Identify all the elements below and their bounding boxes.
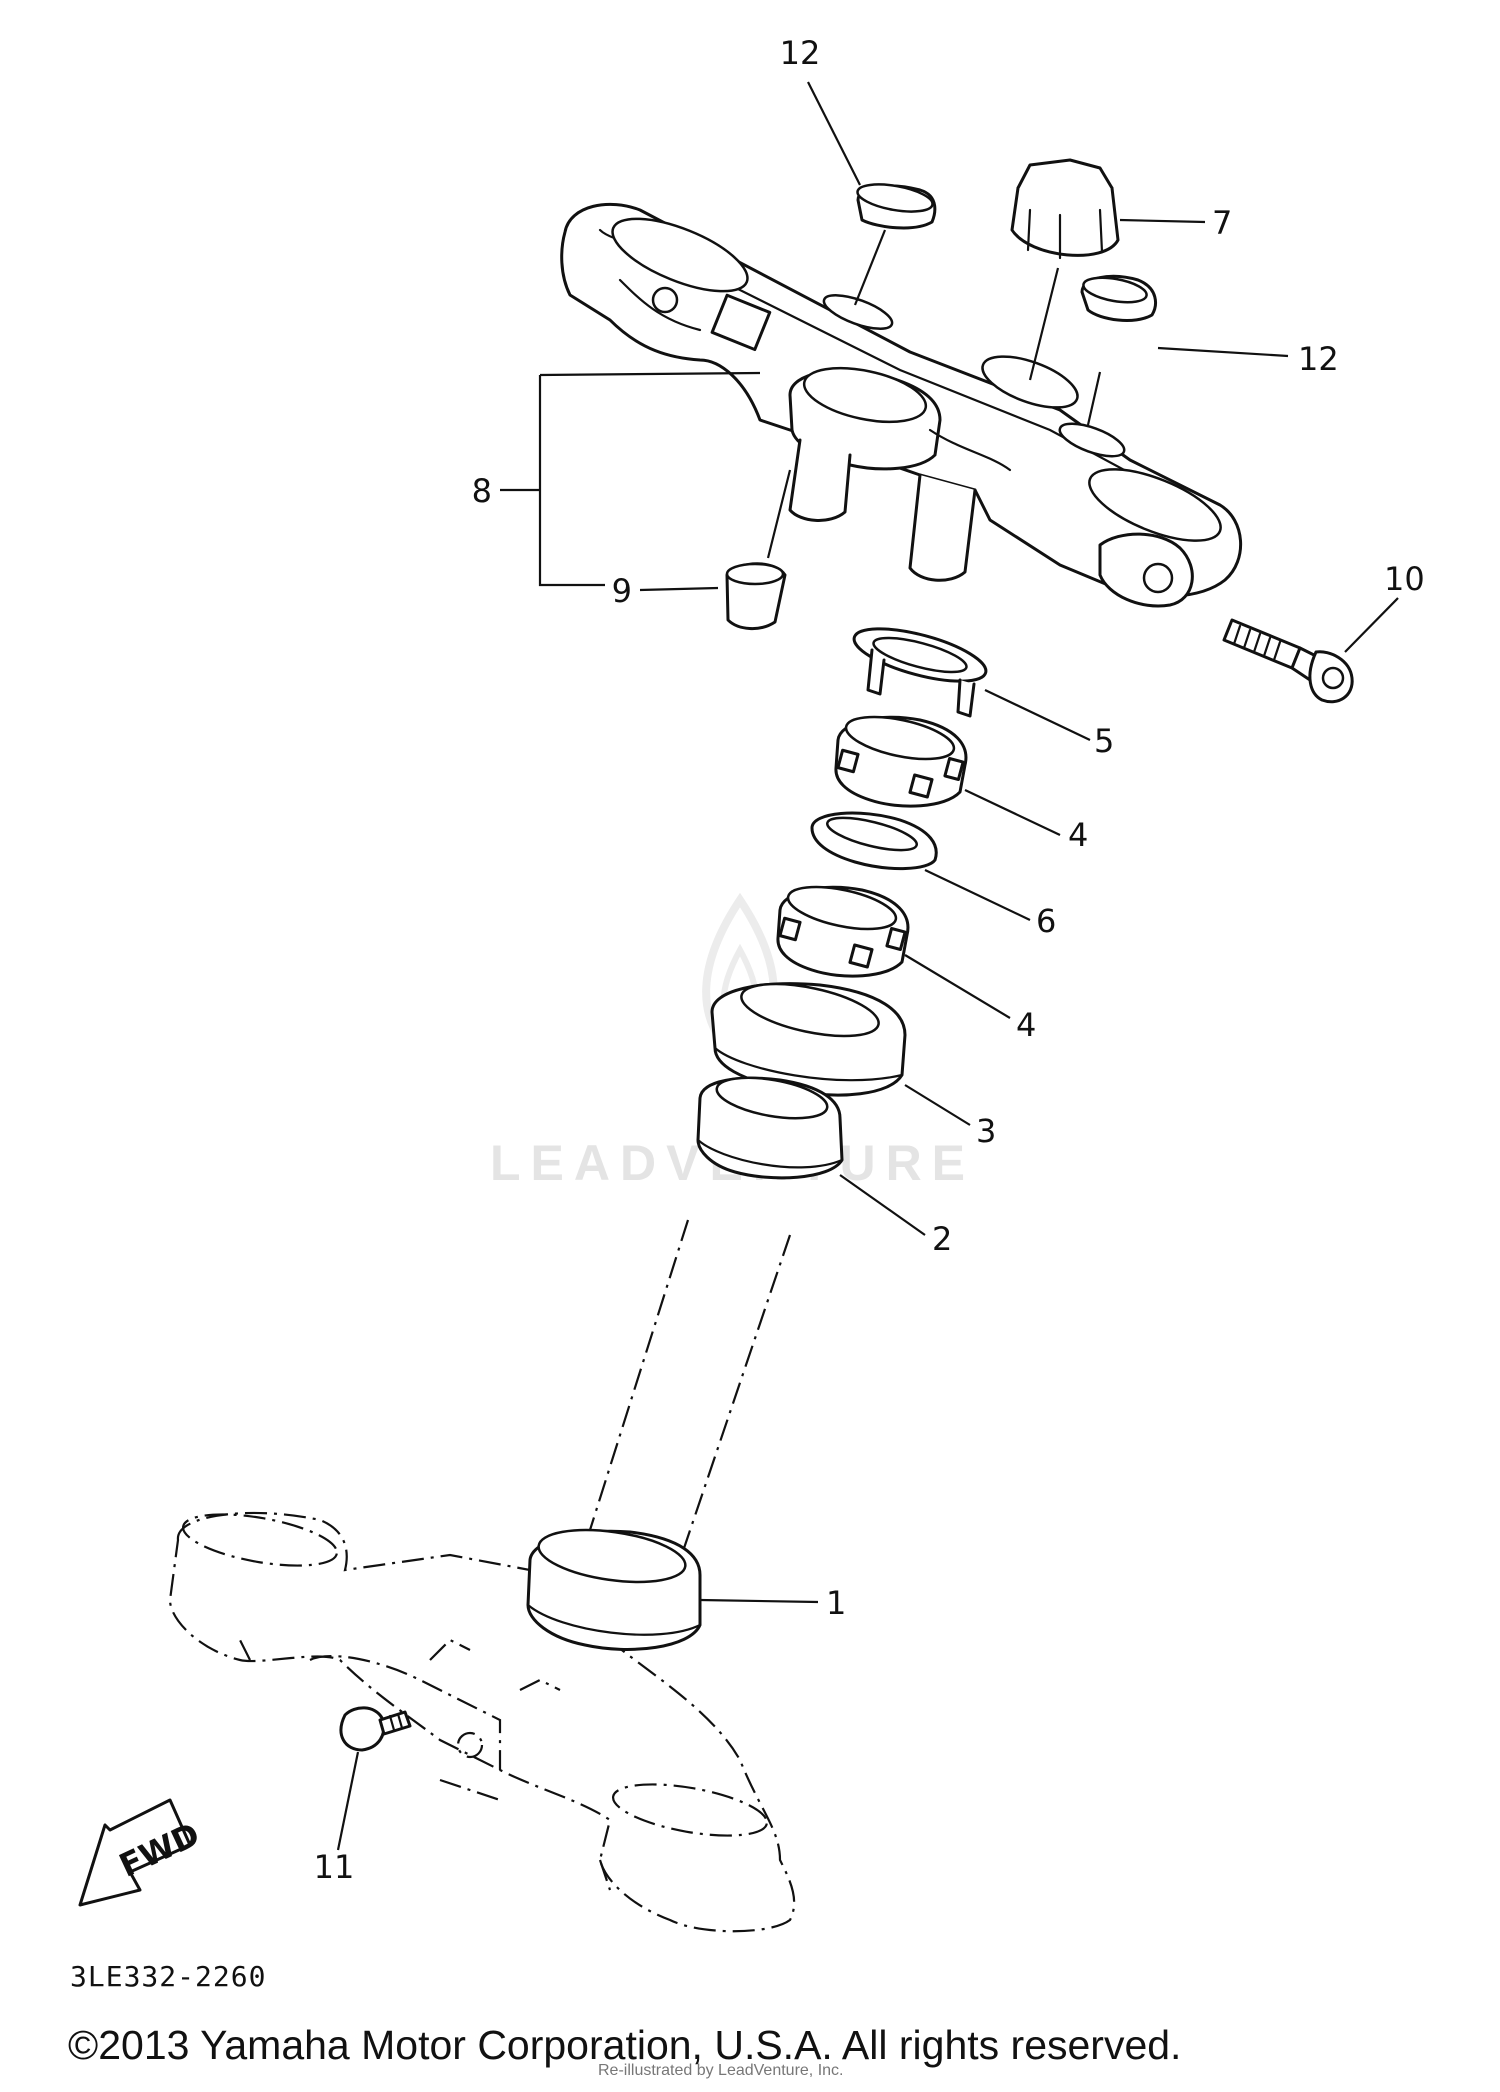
redrawn-note: Re-illustrated by LeadVenture, Inc. (598, 2062, 844, 2079)
washer-6[interactable]: 6 (810, 811, 1056, 940)
callout-11: 11 (314, 1848, 355, 1886)
callout-12-right: 12 (1298, 340, 1339, 378)
ring-nut-4-upper[interactable]: 4 (834, 709, 1088, 854)
callout-1: 1 (826, 1584, 846, 1622)
callout-8: 8 (472, 472, 492, 510)
diagram-code: 3LE332-2260 (70, 1960, 267, 1993)
cap-12-top[interactable]: 12 (780, 34, 937, 306)
label-8-group: 8 (472, 371, 761, 587)
callout-7: 7 (1212, 204, 1232, 242)
callout-12-top: 12 (780, 34, 821, 72)
lock-washer-5[interactable]: 5 (849, 618, 1114, 760)
bolt-10[interactable]: 10 (1222, 560, 1425, 704)
ring-nut-4-lower[interactable]: 4 (776, 879, 1036, 1044)
callout-2: 2 (932, 1220, 952, 1258)
lower-bracket[interactable] (168, 1505, 796, 1933)
callout-6: 6 (1036, 902, 1056, 940)
bearing-3[interactable]: 3 (710, 974, 996, 1150)
bushing-9[interactable]: 9 (612, 469, 792, 630)
fwd-arrow-icon: FWD (78, 1798, 205, 1907)
bearing-2[interactable]: 2 (696, 1071, 952, 1258)
nut-7[interactable]: 7 (1010, 158, 1232, 381)
callout-5: 5 (1094, 722, 1114, 760)
cap-12-right[interactable]: 12 (1080, 274, 1339, 426)
steering-stem[interactable] (588, 1219, 792, 1561)
upper-bracket[interactable] (560, 202, 1242, 608)
bearing-1[interactable]: 1 (526, 1522, 846, 1651)
bolt-11[interactable]: 11 (314, 1706, 412, 1886)
callout-4-upper: 4 (1068, 816, 1088, 854)
callout-10: 10 (1384, 560, 1425, 598)
callout-4-lower: 4 (1016, 1006, 1036, 1044)
copyright-text: ©2013 Yamaha Motor Corporation, U.S.A. A… (68, 2022, 1182, 2068)
callout-9: 9 (612, 572, 632, 610)
callout-3: 3 (976, 1112, 996, 1150)
